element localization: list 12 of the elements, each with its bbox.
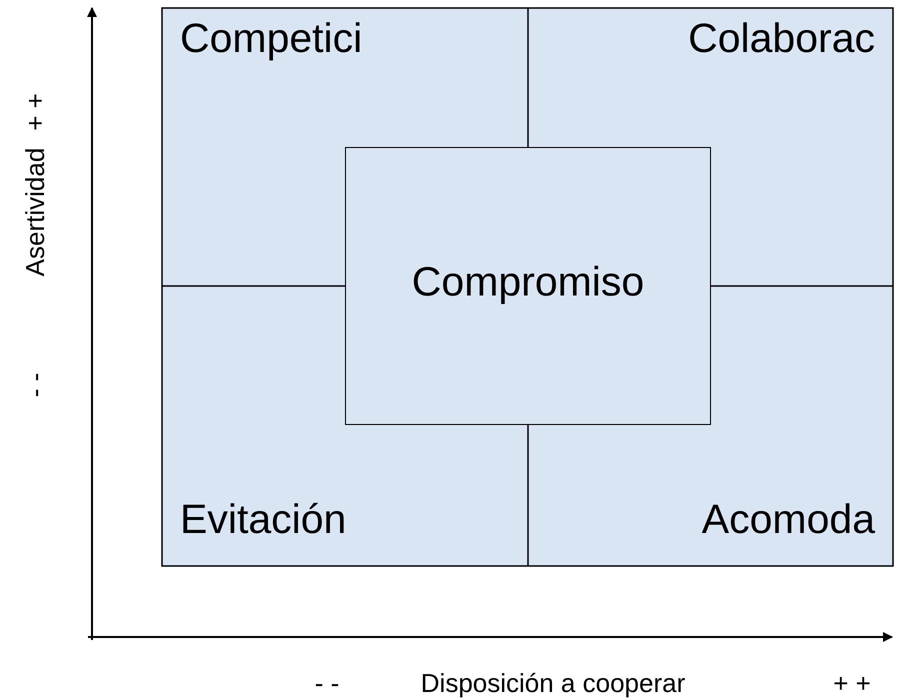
- axis-end-mark: + +: [22, 93, 48, 131]
- axis-title: Disposición a cooperar: [420, 670, 686, 696]
- quadrant-label: Acomoda: [702, 499, 875, 540]
- axis-title: Asertividad: [22, 148, 48, 276]
- quadrant-label: Colaborac: [688, 18, 875, 59]
- quadrant-label: Compromiso: [412, 261, 644, 302]
- quadrant-label: Evitación: [180, 499, 346, 540]
- center-box: [345, 147, 711, 425]
- axis-end-mark: - -: [22, 372, 48, 398]
- quadrant-label: Competici: [180, 18, 362, 59]
- axis-end-mark: - -: [314, 670, 340, 696]
- axis-end-mark: + +: [833, 670, 871, 696]
